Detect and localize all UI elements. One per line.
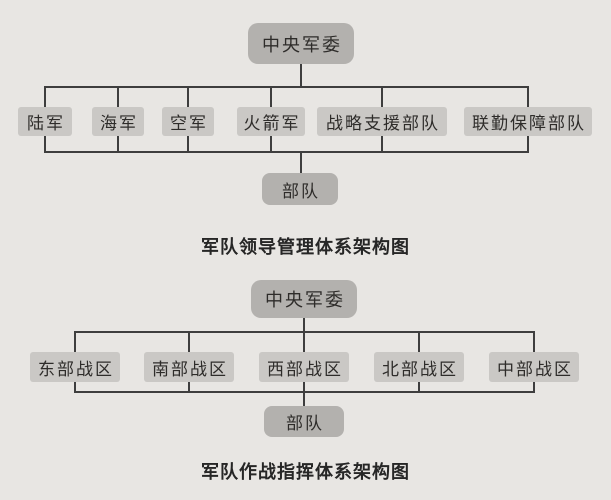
connector-root-drop-1 [300,64,302,87]
caption-command-chart: 军队作战指挥体系架构图 [201,462,410,482]
connector-sink-drop-2 [303,393,305,406]
node-troops-2: 部队 [264,406,344,437]
node-troops-1: 部队 [262,173,338,205]
connector-bus-bottom-1 [44,151,529,153]
node-airforce: 空军 [162,107,214,136]
node-central-theater: 中部战区 [489,352,579,382]
node-central-military-commission-2: 中央军委 [251,280,357,318]
connector-bus-top-1 [44,86,529,88]
connector-sink-drop-1 [300,153,302,173]
node-strategic-support-force: 战略支援部队 [317,107,447,136]
node-southern-theater: 南部战区 [144,352,234,382]
node-eastern-theater: 东部战区 [30,352,120,382]
connector-root-drop-2 [303,318,305,332]
node-rocket-force: 火箭军 [237,107,305,136]
node-northern-theater: 北部战区 [374,352,464,382]
node-army: 陆军 [18,107,72,136]
node-joint-logistics-force: 联勤保障部队 [464,107,592,136]
caption-leadership-chart: 军队领导管理体系架构图 [201,237,410,257]
node-central-military-commission-1: 中央军委 [248,23,354,64]
node-western-theater: 西部战区 [259,352,349,382]
connector-bus-bottom-2 [74,391,535,393]
node-navy: 海军 [92,107,144,136]
